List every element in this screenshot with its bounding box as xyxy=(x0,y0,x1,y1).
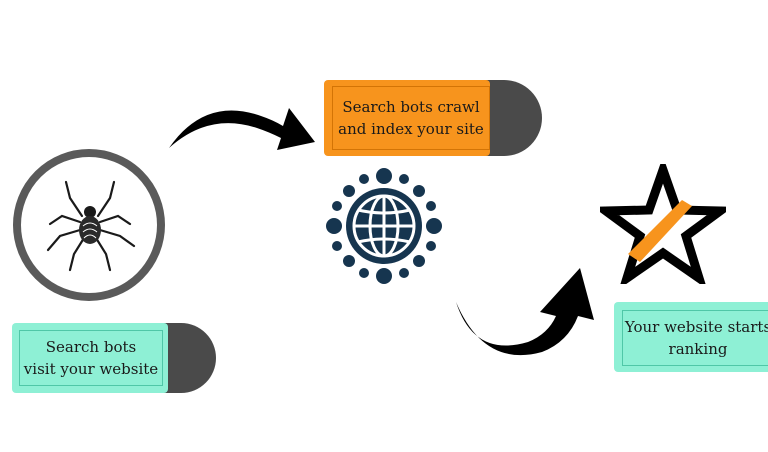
step-2-cap xyxy=(484,80,542,156)
step-2-line-1: Search bots crawl xyxy=(342,98,480,116)
step-1-cap xyxy=(164,323,216,393)
star-icon xyxy=(600,164,726,284)
curved-arrow-icon xyxy=(169,108,315,150)
curved-arrow-icon xyxy=(456,268,594,356)
step-3-line-1: Your website starts xyxy=(624,318,768,336)
step-1-line-2: visit your website xyxy=(23,360,159,378)
step-3-box xyxy=(614,302,768,372)
step-2-pill: Search bots crawl and index your site xyxy=(324,80,542,156)
globe-network-icon xyxy=(326,168,442,284)
step-2-text-frame: Search bots crawl and index your site xyxy=(332,86,490,150)
step-3-pill: Your website starts ranking xyxy=(614,302,768,372)
step-1-line-1: Search bots xyxy=(45,338,137,356)
step-3-line-2: ranking xyxy=(668,340,728,358)
step-1-text-frame: Search bots visit your website xyxy=(19,330,163,386)
spider-icon xyxy=(46,180,136,272)
step-1-box xyxy=(12,323,168,393)
step-3-text-frame: Your website starts ranking xyxy=(622,310,768,366)
step-2-line-2: and index your site xyxy=(338,120,484,138)
spider-badge xyxy=(13,149,165,301)
step-1-pill: Search bots visit your website xyxy=(12,323,216,393)
step-2-box xyxy=(324,80,490,156)
